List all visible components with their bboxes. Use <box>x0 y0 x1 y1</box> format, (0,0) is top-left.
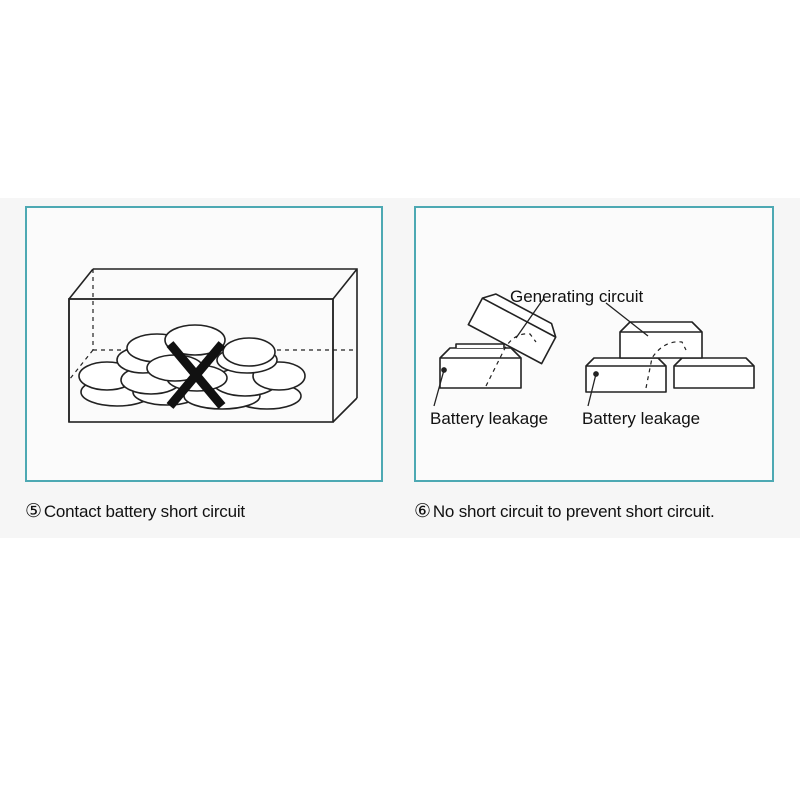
caption-number: ⑤ <box>25 501 42 522</box>
label-battery-leakage-right: Battery leakage <box>582 409 701 428</box>
right-top-cell <box>619 321 703 359</box>
caption-text: No short circuit to prevent short circui… <box>432 502 715 521</box>
caption-text: Contact battery short circuit <box>43 502 245 521</box>
battery-leakage-illustration <box>433 293 755 407</box>
label-generating-circuit: Generating circuit <box>510 287 644 306</box>
box-top-left-edge <box>68 268 94 300</box>
left-tilted-cell <box>467 293 557 365</box>
box-top-back <box>93 268 358 398</box>
panel-short-circuit <box>25 206 383 482</box>
panel-no-short-circuit: Generating circuit Battery leakage Batte… <box>414 206 774 482</box>
caption-number: ⑥ <box>414 501 431 522</box>
right-side-cell <box>673 357 755 389</box>
leader-generating-right <box>605 302 649 337</box>
leader-leakage-left <box>433 369 445 407</box>
box-top-right-edge <box>332 268 358 300</box>
box-front-face <box>68 298 334 423</box>
coin <box>164 324 226 356</box>
coin <box>222 337 276 367</box>
label-battery-leakage-left: Battery leakage <box>430 409 549 428</box>
coin-pile <box>78 324 306 410</box>
leader-leakage-right <box>587 373 597 407</box>
box-bottom-right <box>332 397 358 423</box>
cross-mark <box>166 341 226 409</box>
battery-box-illustration <box>68 268 358 423</box>
leader-generating-left <box>515 297 545 339</box>
left-bottom-cell <box>439 347 522 389</box>
